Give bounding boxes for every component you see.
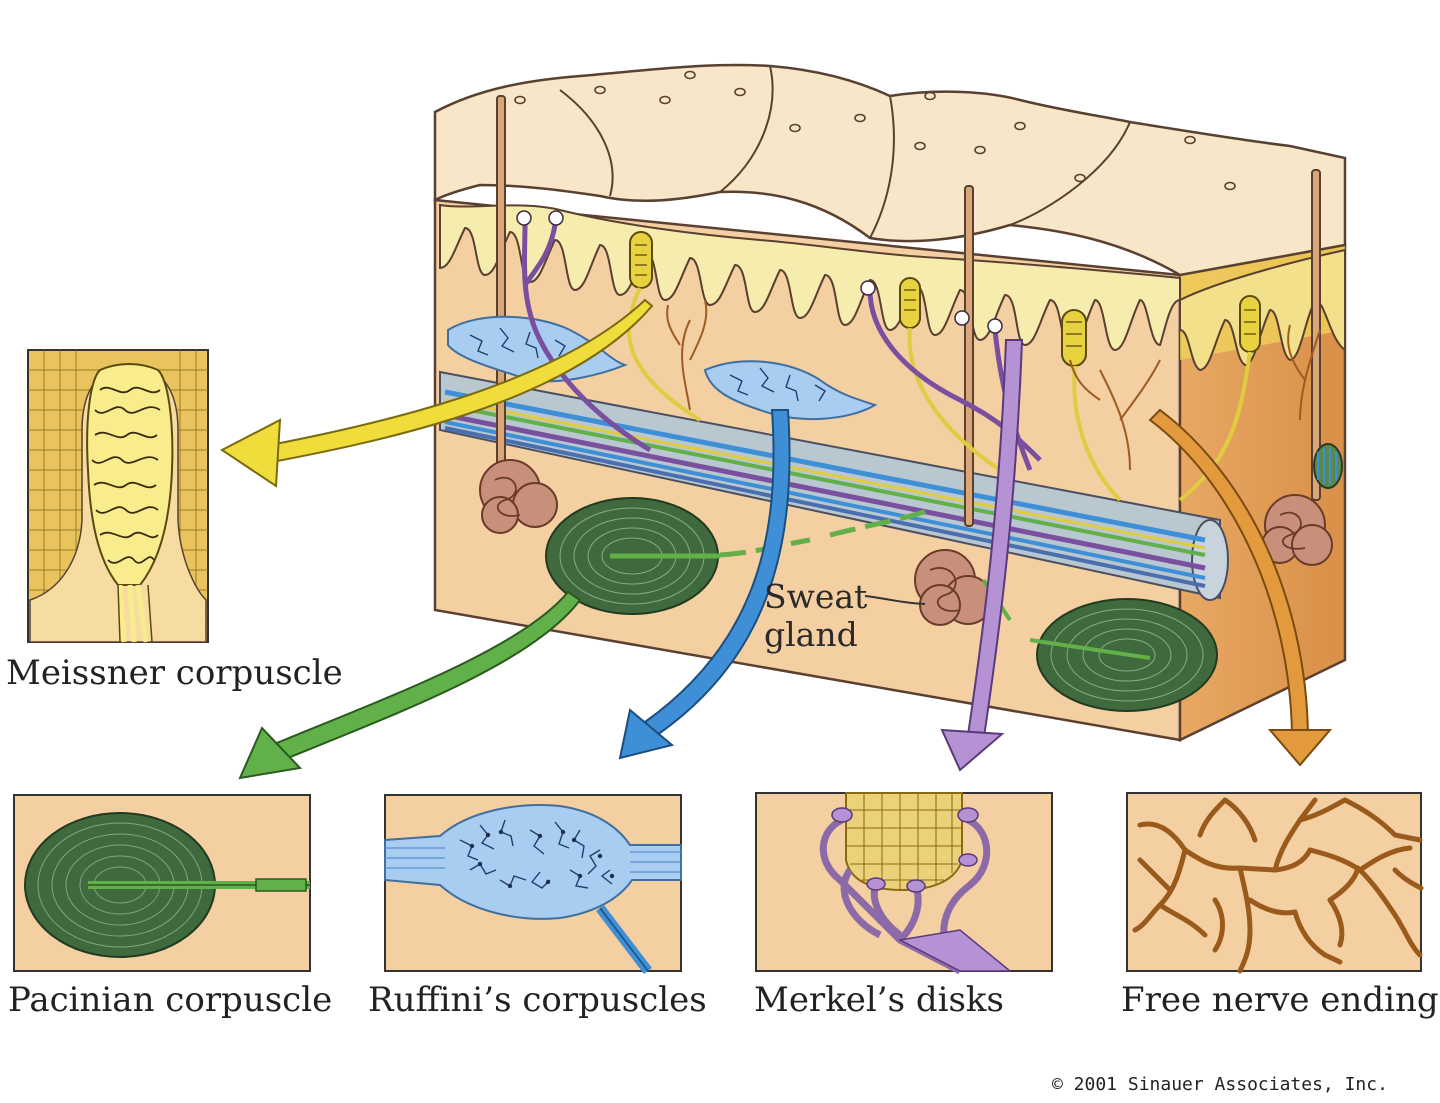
merkel-label: Merkel’s disks — [754, 980, 1004, 1020]
pacinian-inset — [13, 794, 311, 972]
copyright: © 2001 Sinauer Associates, Inc. — [1052, 1074, 1388, 1095]
ruffini-in-skin — [447, 315, 878, 421]
sweat-glands — [479, 459, 1333, 626]
sweat-gland-label-line1: Sweat — [764, 577, 868, 616]
merkel-inset — [755, 792, 1053, 975]
ruffini-label: Ruffini’s corpuscles — [368, 980, 707, 1020]
merkel-arrow — [940, 339, 1024, 772]
nerve-cross-section — [1313, 443, 1343, 489]
free-nerve-label: Free nerve endings — [1121, 980, 1440, 1020]
free-nerve-arrow — [1148, 408, 1333, 767]
meissner-inset — [27, 349, 209, 643]
meissner-fibres — [626, 287, 1252, 502]
sweat-gland-label: Sweat gland — [764, 578, 867, 654]
epidermis-surface — [433, 63, 1347, 277]
ruffini-arrow — [618, 409, 791, 760]
papillary-layer — [439, 203, 1181, 352]
merkel-fibres — [521, 224, 1042, 471]
sweat-gland-leader — [864, 595, 926, 605]
free-nerve-inset — [1126, 792, 1424, 974]
sweat-gland-label-line2: gland — [764, 615, 858, 654]
pores — [514, 70, 1236, 191]
pacinian-label: Pacinian corpuscle — [8, 980, 333, 1020]
meissner-label: Meissner corpuscle — [6, 653, 343, 693]
pacinian-arrow — [238, 590, 582, 780]
ruffini-inset — [384, 794, 682, 975]
free-nerve-in-skin — [666, 299, 1321, 471]
meissner-arrow — [220, 298, 654, 488]
pacinian-in-skin — [545, 497, 1218, 712]
